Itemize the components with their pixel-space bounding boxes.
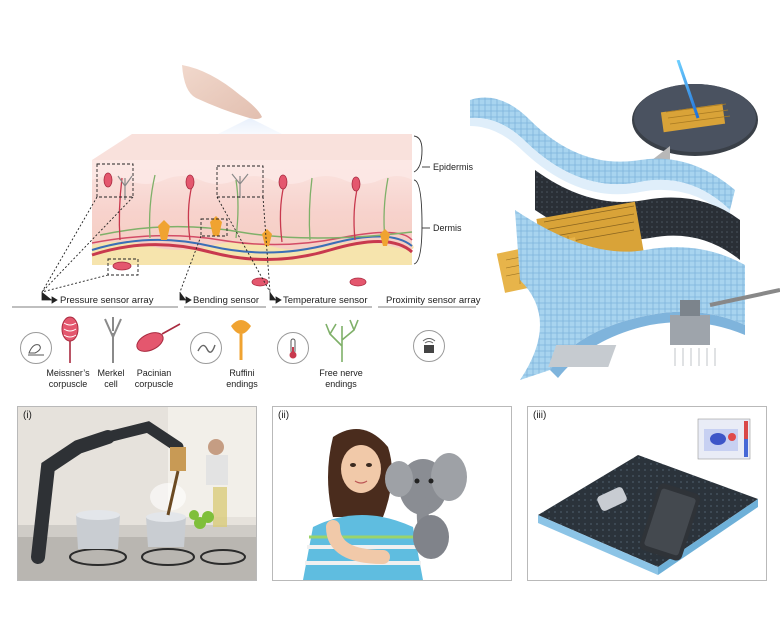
pacinian-label: Pacinian corpuscle: [134, 368, 174, 389]
panel-i-robot-kitchen: (i): [17, 406, 257, 581]
panel-i-label: (i): [23, 410, 32, 421]
electronic-skin-illustration: [470, 60, 780, 380]
ruffini-endings-icon: [231, 320, 251, 360]
panel-iii-label: (iii): [533, 410, 547, 421]
finger-icon: [182, 65, 262, 119]
bending-sensor-icon: [190, 332, 222, 364]
merkel-label: Merkel cell: [97, 368, 125, 389]
epidermis-label: Epidermis: [433, 162, 474, 172]
proximity-pad-scene: [528, 407, 766, 580]
bending-sensor-title: Bending sensor: [193, 295, 260, 306]
dermis-label: Dermis: [433, 223, 462, 233]
meissner-label: Meissner’s corpuscle: [46, 368, 90, 389]
ruffini-label: Ruffini endings: [226, 368, 258, 389]
proximity-sensor-icon: [413, 330, 445, 362]
merkel-cell-icon: [104, 317, 122, 363]
panel-ii-label: (ii): [278, 410, 290, 421]
pacinian-corpuscle-icon: [136, 323, 181, 352]
skin-cross-section: [12, 65, 476, 308]
temperature-sensor-title: Temperature sensor: [283, 295, 368, 306]
meissner-corpuscle-icon: [61, 316, 79, 363]
panel-ii-girl-toy: (ii): [272, 406, 512, 581]
free-nerve-endings-icon: [325, 319, 359, 362]
robot-kitchen-scene: [18, 407, 256, 580]
girl-holding-toy-scene: [273, 407, 511, 580]
pressure-sensor-array-title: Pressure sensor array: [60, 295, 154, 306]
free-nerve-label: Free nerve endings: [319, 368, 363, 389]
panel-iii-proximity-pad: (iii): [527, 406, 767, 581]
pressure-sensor-icon: [20, 332, 52, 364]
temperature-sensor-icon: [277, 332, 309, 364]
proximity-sensor-array-title: Proximity sensor array: [386, 295, 481, 306]
